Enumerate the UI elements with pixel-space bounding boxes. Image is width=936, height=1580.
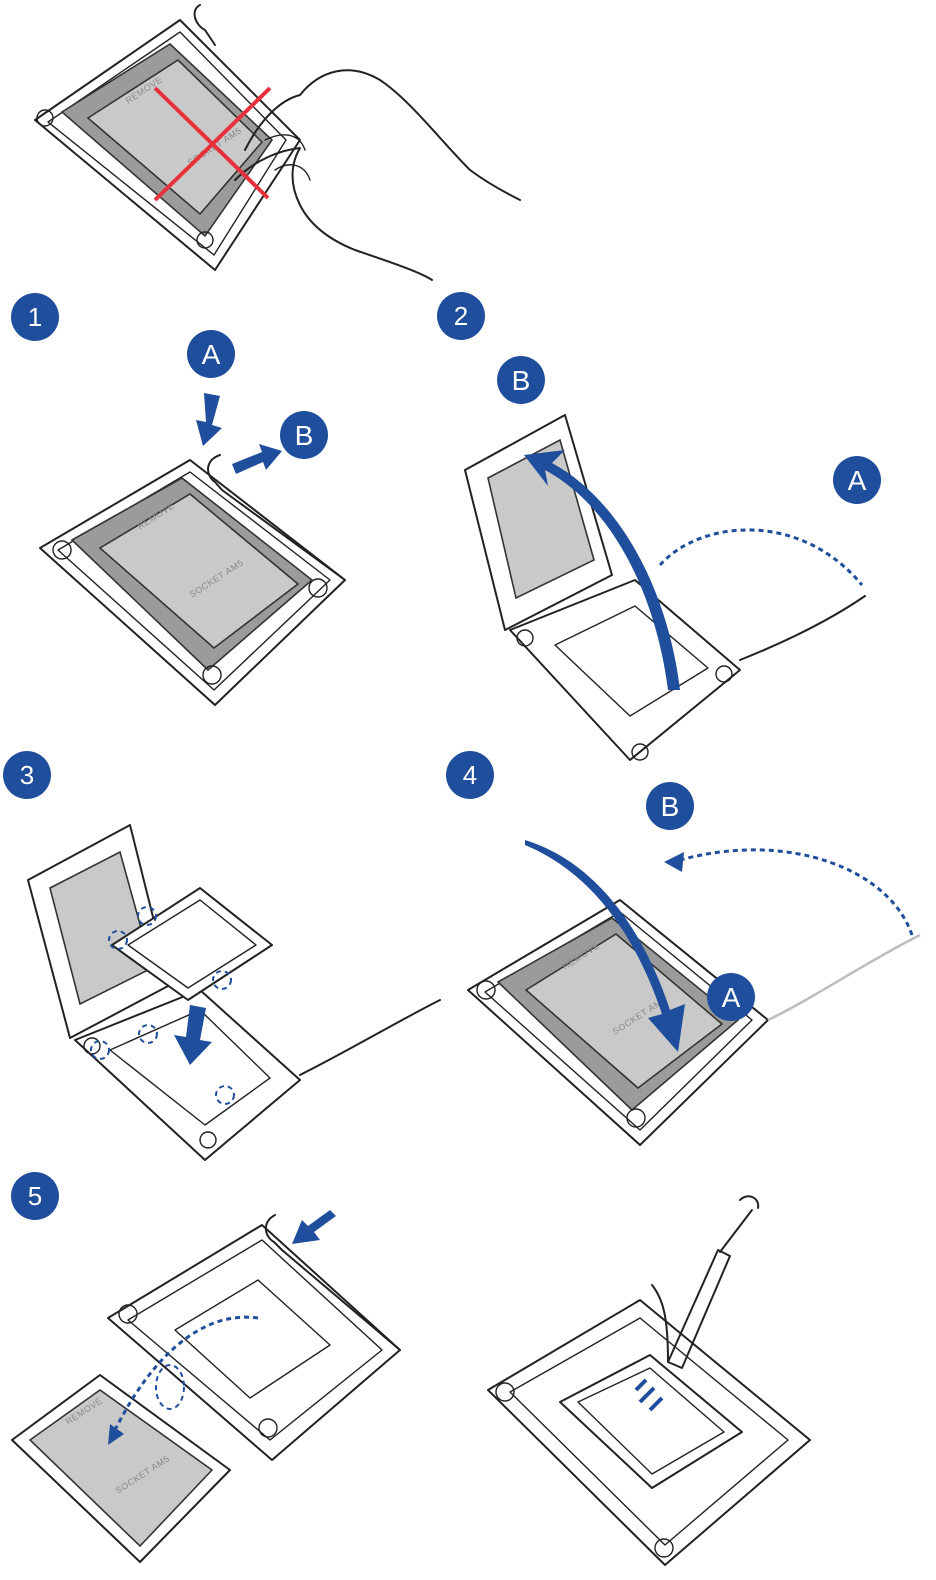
step-5-badge: 5	[11, 1172, 59, 1220]
step-5-number: 5	[28, 1181, 42, 1211]
step-3-socket-illustration	[27, 824, 441, 1161]
svg-text:B: B	[661, 791, 680, 822]
step-2-callout-a: A	[833, 456, 881, 504]
svg-text:A: A	[848, 465, 867, 496]
svg-text:B: B	[295, 420, 314, 451]
step-3-panel: 3	[3, 751, 441, 1161]
step-5-socket-illustration	[107, 1214, 401, 1461]
step-1-arrow-right	[232, 444, 282, 474]
cpu-chip-illustration	[111, 887, 273, 1001]
step-5-tab-marker	[155, 1364, 185, 1410]
step-5-arrow-push	[292, 1210, 336, 1244]
svg-text:A: A	[202, 339, 221, 370]
step-1-callout-a: A	[187, 330, 235, 378]
step-1-arrow-down	[196, 393, 222, 446]
step-4-socket-illustration: REMOVE SOCKET AM5	[467, 899, 921, 1146]
step-1-number: 1	[28, 302, 42, 332]
step-4-badge: 4	[446, 751, 494, 799]
step-4-callout-a: A	[707, 973, 755, 1021]
hand-icon	[234, 69, 521, 281]
warning-socket-illustration: REMOVE SOCKET AM5	[34, 4, 301, 271]
step-3-arrow-down	[174, 1005, 212, 1065]
step-4-callout-b: B	[646, 782, 694, 830]
svg-text:A: A	[722, 982, 741, 1013]
step-4-lever-arrowhead	[664, 852, 684, 872]
step-5-cover-path	[113, 1315, 259, 1431]
step-2-arrow-lift	[524, 450, 680, 690]
step-3-badge: 3	[3, 751, 51, 799]
step-1-socket-illustration: REMOVE SOCKET AM5	[39, 454, 346, 706]
step-2-number: 2	[454, 301, 468, 331]
alignment-markers	[90, 906, 235, 1105]
step-2-badge: 2	[437, 292, 485, 340]
step-1-panel: 1 REMOVE SOCKET AM5 A B	[11, 293, 346, 706]
svg-text:B: B	[512, 365, 531, 396]
step-4-panel: 4 REMOVE SOCKET AM5 B A	[446, 751, 921, 1146]
warning-cross-icon	[153, 86, 272, 202]
warning-panel: REMOVE SOCKET AM5	[34, 4, 521, 281]
step-1-callout-b: B	[280, 411, 328, 459]
grease-socket-illustration	[487, 1299, 811, 1566]
step-2-panel: 2 B A	[437, 292, 881, 761]
step-3-number: 3	[20, 760, 34, 790]
removed-cover-illustration: REMOVE SOCKET AM5	[11, 1374, 231, 1563]
step-4-arrow-lower	[525, 840, 685, 1052]
step-4-lever-path	[679, 848, 914, 936]
step-5-panel: 5 REMOVE SOCKET AM5	[11, 1172, 811, 1566]
thermal-paste-syringe-icon	[634, 1195, 760, 1412]
step-2-callout-b: B	[497, 356, 545, 404]
step-1-badge: 1	[11, 293, 59, 341]
step-5-cover-arrowhead	[108, 1424, 124, 1445]
step-2-socket-illustration	[464, 414, 866, 761]
step-4-number: 4	[463, 760, 477, 790]
step-2-lever-path	[658, 528, 864, 586]
